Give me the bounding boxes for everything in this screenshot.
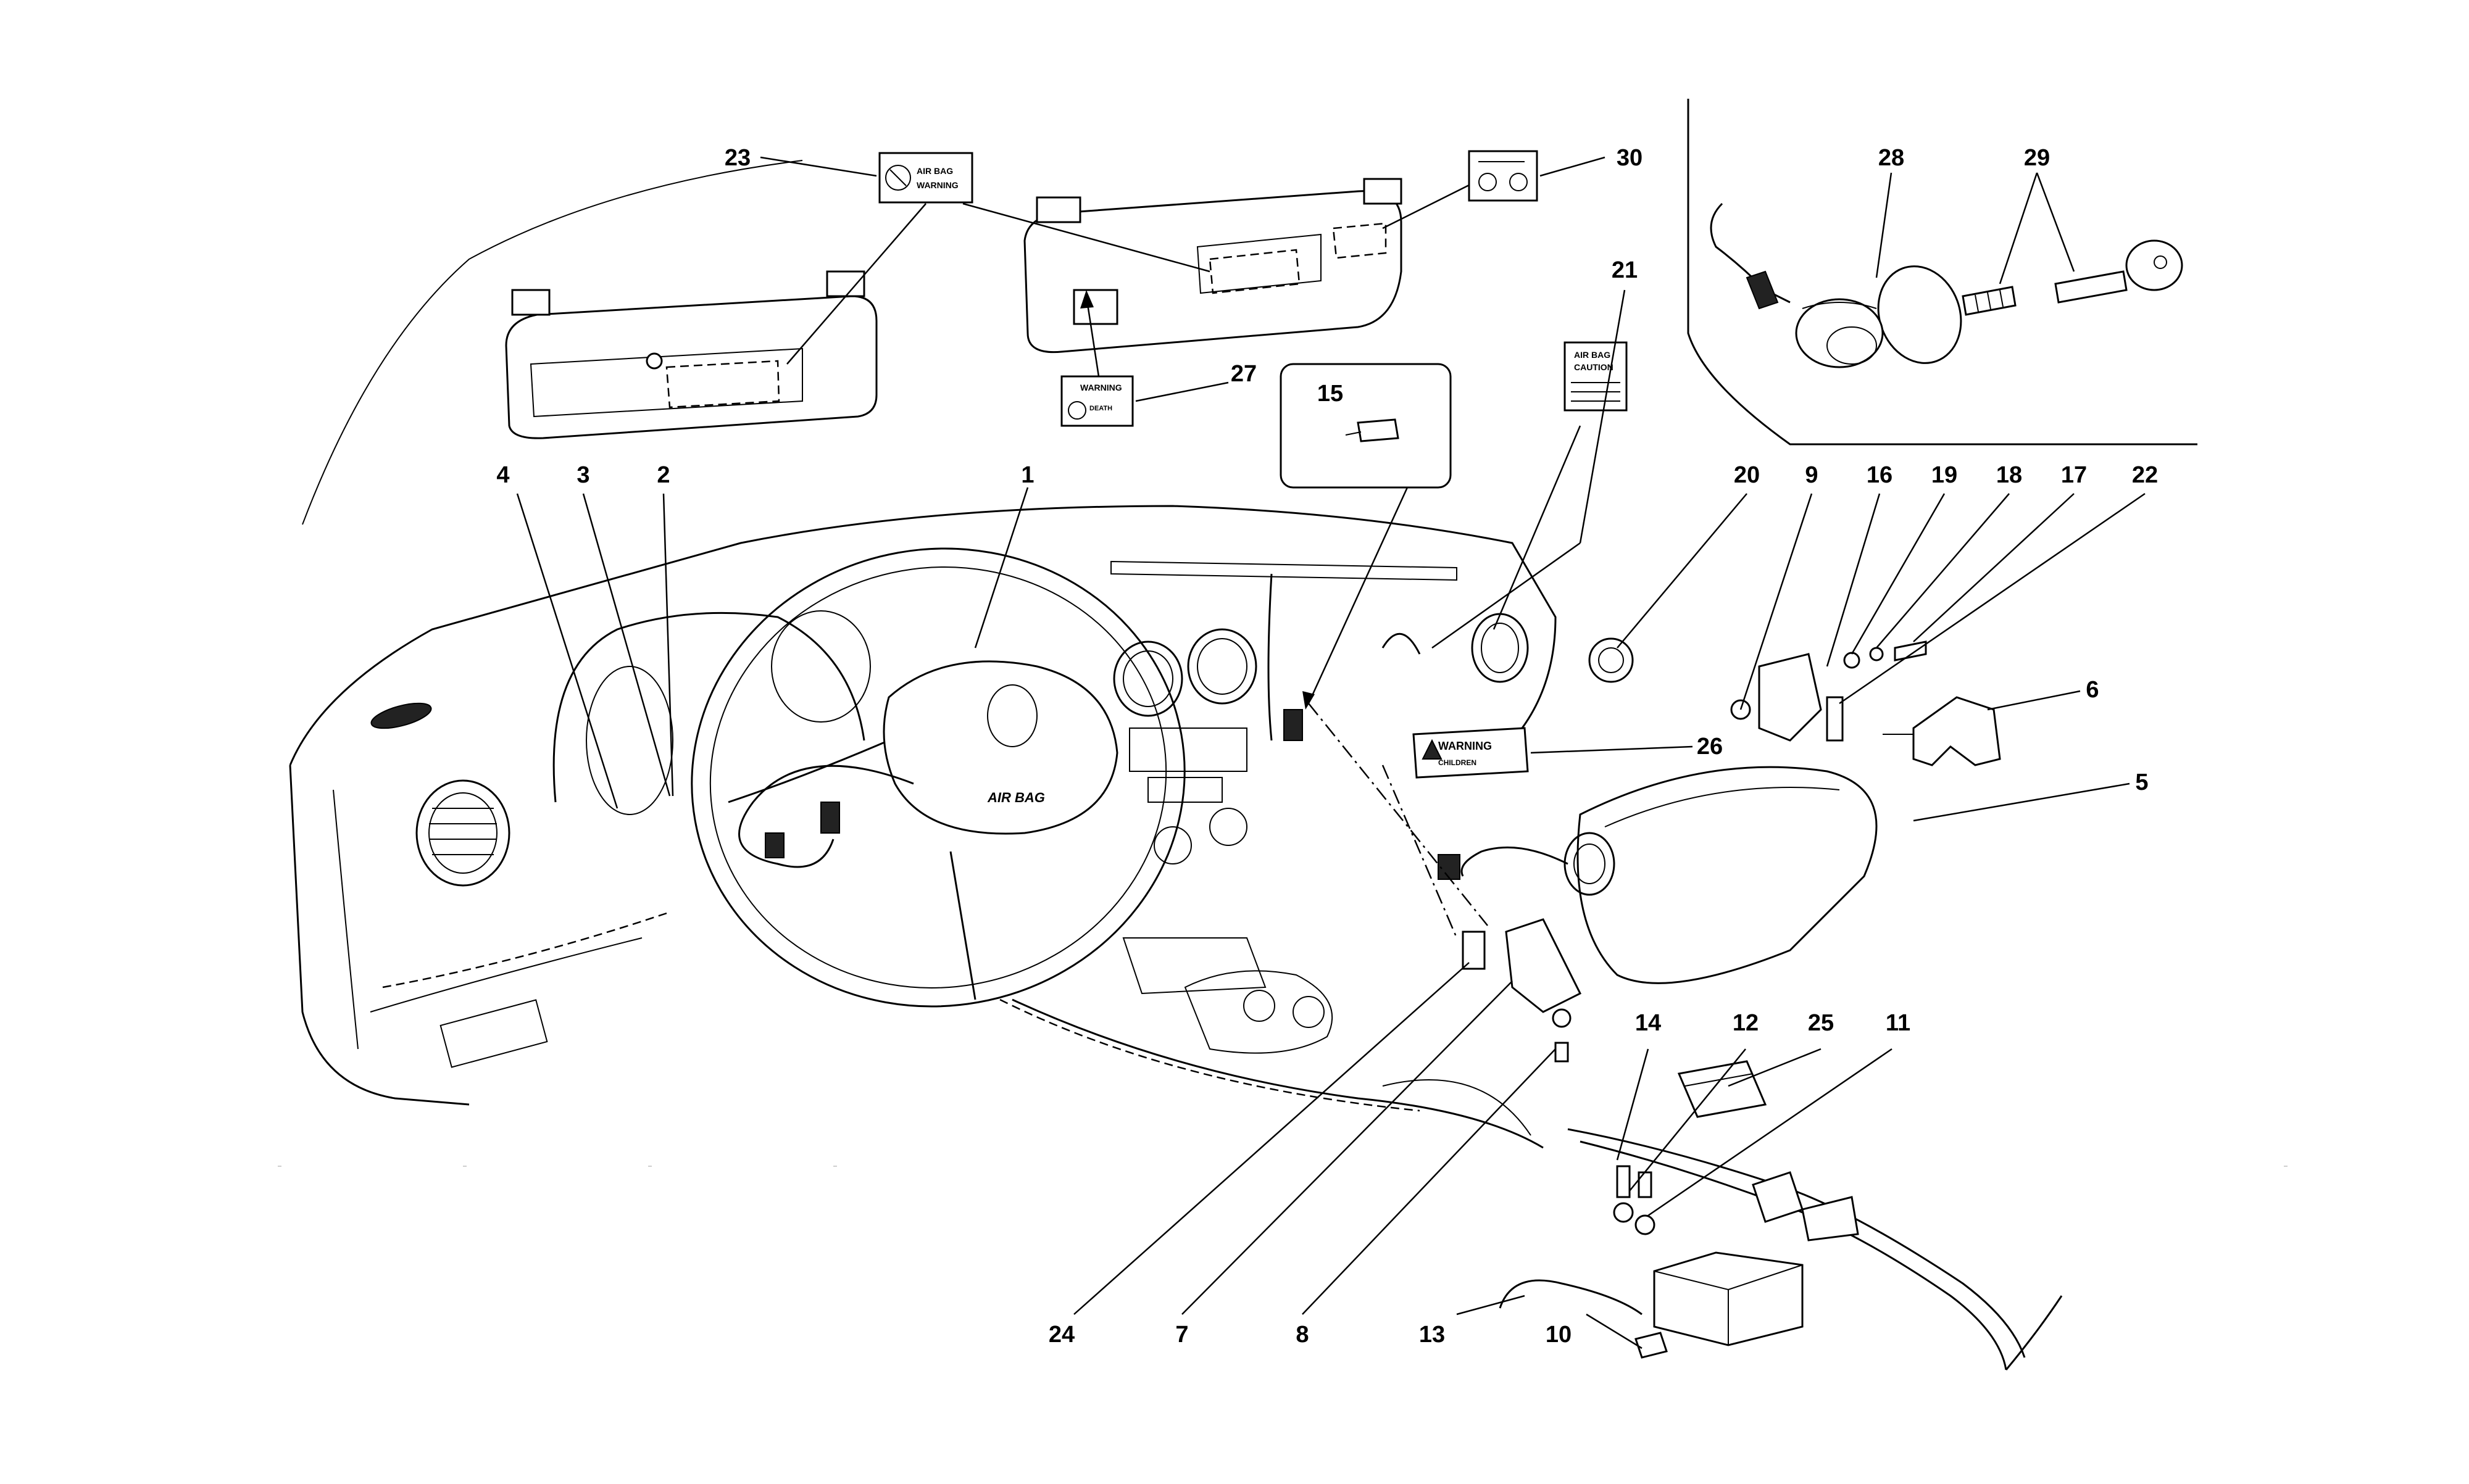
callout-24: 24 — [1049, 1322, 1075, 1348]
callout-28: 28 — [1878, 145, 1904, 171]
callout-19: 19 — [1931, 462, 1957, 488]
ignition-lock-28 — [1710, 202, 1962, 368]
callout-22: 22 — [2132, 462, 2158, 488]
callout-8: 8 — [1296, 1322, 1309, 1348]
callout-6: 6 — [2086, 677, 2099, 703]
callout-13: 13 — [1419, 1322, 1445, 1348]
sticker-21-line2: CAUTION — [1574, 362, 1613, 372]
sticker-27-title: WARNING — [1080, 383, 1122, 392]
callout-30: 30 — [1617, 145, 1643, 171]
passenger-airbag-module — [1438, 766, 1878, 984]
key-and-cylinder-29 — [1962, 239, 2183, 316]
warning-sticker-27: WARNING DEATH — [1060, 375, 1134, 427]
callout-4: 4 — [496, 462, 509, 488]
callout-numbers: 1 2 3 4 5 6 7 8 9 10 11 12 13 14 15 16 1… — [496, 145, 2158, 1348]
callout-15: 15 — [1317, 381, 1343, 407]
callout-18: 18 — [1996, 462, 2022, 488]
callout-25: 25 — [1808, 1010, 1834, 1036]
left-sun-visor — [505, 270, 878, 439]
callout-3: 3 — [577, 462, 589, 488]
callout-23: 23 — [725, 145, 751, 171]
sticker-23-line2: WARNING — [917, 180, 959, 190]
bracket-7-8-24 — [1308, 703, 1582, 1063]
leader-lines — [516, 156, 2146, 1349]
sticker-23-line1: AIR BAG — [917, 166, 953, 176]
callout-27: 27 — [1231, 361, 1257, 387]
small-hardware-group — [1730, 640, 1927, 742]
callout-10: 10 — [1546, 1322, 1572, 1348]
sticker-27-sub: DEATH — [1089, 405, 1112, 412]
callout-20: 20 — [1734, 462, 1760, 488]
right-sun-visor — [1023, 178, 1402, 354]
dashboard: AIR BAG — [289, 505, 1557, 1149]
control-unit-assembly — [1499, 1060, 2063, 1370]
callout-14: 14 — [1635, 1010, 1661, 1036]
callout-12: 12 — [1733, 1010, 1759, 1036]
steering-hub-label: AIR BAG — [987, 790, 1045, 805]
a-pillar-outline — [302, 160, 803, 525]
callout-1: 1 — [1021, 462, 1034, 488]
sticker-30 — [1468, 150, 1538, 202]
sticker-26-title: WARNING — [1438, 740, 1492, 752]
callout-29: 29 — [2024, 145, 2050, 171]
sticker-26-sub: CHILDREN — [1438, 758, 1476, 767]
callout-11: 11 — [1886, 1010, 1910, 1036]
connector-15-inset — [1280, 363, 1452, 489]
callout-21: 21 — [1612, 257, 1638, 283]
callout-5: 5 — [2135, 769, 2148, 795]
caution-sticker-21: AIR BAG CAUTION — [1563, 341, 1628, 412]
callout-16: 16 — [1867, 462, 1892, 488]
callout-17: 17 — [2061, 462, 2087, 488]
callout-26: 26 — [1697, 734, 1723, 760]
sticker-21-line1: AIR BAG — [1574, 350, 1610, 360]
mounting-bracket-6 — [1883, 696, 2001, 766]
callout-9: 9 — [1805, 462, 1818, 488]
callout-2: 2 — [657, 462, 670, 488]
dash-warning-sticker-26: WARNING CHILDREN — [1412, 727, 1529, 779]
callout-7: 7 — [1175, 1322, 1188, 1348]
airbag-warning-sticker-23: AIR BAG WARNING — [878, 152, 973, 204]
ignition-inset-frame — [1687, 99, 2197, 446]
grommet-20 — [1588, 637, 1634, 683]
